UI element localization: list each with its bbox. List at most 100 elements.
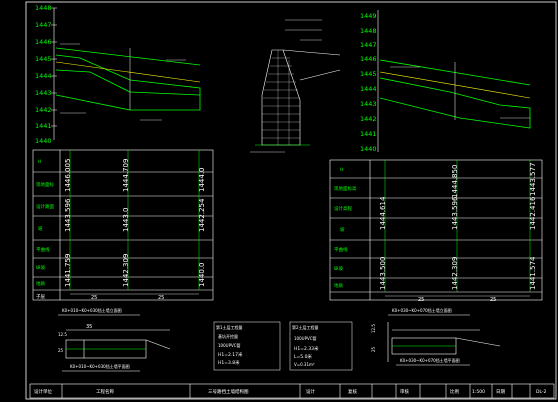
right-caption-bottom: K0+030~K0+070挡土墙平面图: [400, 357, 460, 363]
note-title: 第1土层工程量: [216, 324, 243, 330]
row-label: H: [38, 159, 41, 165]
reviewer: 审核: [400, 388, 409, 395]
designer: 设计: [306, 388, 315, 395]
dim-value: 25: [91, 295, 97, 301]
elev-value: 1443.577: [529, 163, 537, 196]
elev-tick: 1446: [35, 38, 52, 46]
middle-wall-section: [255, 49, 341, 146]
elev-value: 1443.596: [64, 198, 72, 232]
left-caption-bottom: K0+010~K0+030挡土墙平面图: [70, 363, 130, 369]
small-val: 25: [58, 348, 64, 353]
row-label: 坡: [38, 225, 43, 232]
elev-tick: 1442: [35, 106, 52, 114]
elev-tick: 1445: [35, 55, 52, 63]
note-line: 100UPVC管: [294, 335, 317, 341]
note-line: H1=2.17米: [218, 351, 243, 358]
right-elev-values: 1443.500 1444.614 1442.309 1443.596 1444…: [379, 163, 537, 290]
drawing-title: 三号路挡土墙结构图: [208, 388, 249, 395]
dim-value: 25: [490, 297, 496, 303]
company: 设计单位: [34, 388, 52, 395]
scale: 1:500: [472, 389, 485, 395]
elev-tick: 1449: [360, 12, 377, 20]
left-plan-view: 35 12.5 25: [58, 324, 171, 359]
row-label: 现地面标: [36, 181, 54, 188]
note-line: 100UPVC管: [218, 342, 241, 348]
small-val: 25: [371, 346, 376, 352]
row-label: 坡: [340, 226, 345, 233]
elev-value: 1443.500: [379, 257, 387, 290]
elev-value: 1444.614: [379, 196, 387, 230]
note-line: H1=3.8米: [218, 359, 240, 366]
row-label: 地质: [334, 282, 343, 289]
elev-value: 1443.596: [451, 196, 459, 230]
row-label: 平曲线: [334, 246, 348, 253]
dim-value: 25: [418, 297, 424, 303]
right-elev-ticks: 1449 1448 1447 1446 1445 1444 1443 1442 …: [360, 12, 377, 153]
left-wall-annotations: [60, 43, 186, 121]
elev-value: 1444.850: [451, 165, 459, 198]
row-label: 现地面标高: [334, 185, 357, 192]
row-label: H: [340, 167, 343, 173]
elev-tick: 1441: [360, 130, 377, 138]
note-title: 第2土层工程量: [292, 324, 319, 330]
note-line: L=5.0米: [294, 353, 312, 360]
elev-value: 1441.759: [64, 254, 72, 287]
row-label: 纵坡: [334, 265, 343, 272]
elev-value: 1444.0: [198, 168, 206, 193]
drawing-border: [25, 1, 557, 400]
dim-value: 25: [158, 295, 164, 301]
middle-note-b: 第2土层工程量 100UPVC管 H1=2.33米 L=5.0米 V=0.31m…: [289, 321, 353, 371]
left-wall-profile: [55, 47, 201, 111]
row-label: 设计高程: [334, 205, 352, 212]
elev-tick: 1443: [35, 89, 52, 97]
row-label: 设计路面: [36, 203, 54, 210]
right-row-labels: H 现地面标高 设计高程 坡 平曲线 纵坡 地质: [334, 167, 357, 289]
left-caption-top: K0+010~K0+030挡土墙立面图: [62, 307, 122, 313]
middle-wall-hatch: [262, 50, 300, 145]
left-data-table: [32, 149, 214, 301]
elev-value: 1441.574: [529, 256, 537, 290]
title-block: [29, 383, 555, 399]
elev-value: 1442.254: [198, 198, 206, 232]
elev-tick: 1440: [360, 145, 377, 153]
small-val: 12.5: [371, 324, 376, 333]
elev-tick: 1442: [360, 115, 377, 123]
soil-label: 子层: [36, 293, 45, 300]
project: 工程名称: [96, 388, 114, 395]
right-caption: K0+030~K0+070挡土墙立面图: [392, 307, 452, 313]
right-wall-profile: [379, 59, 531, 129]
checker: 复核: [348, 388, 357, 395]
left-dim-bottom: 25 25: [70, 293, 199, 301]
scale-label: 比例: [450, 388, 459, 395]
date-label: 日期: [496, 389, 505, 395]
elev-tick: 1448: [360, 27, 377, 35]
middle-annotations: [250, 19, 322, 153]
dim-35: 35: [86, 324, 92, 330]
elev-tick: 1445: [360, 70, 377, 78]
row-label: 地质: [36, 280, 45, 287]
elev-tick: 1446: [360, 55, 377, 63]
elev-tick: 1440: [35, 137, 52, 145]
elev-tick: 1444: [35, 72, 52, 80]
note-line: H1=2.33米: [294, 345, 319, 352]
elev-tick: 1448: [35, 4, 52, 12]
elev-tick: 1441: [35, 122, 52, 130]
left-elev-values: 1441.759 1443.596 1446.005 1442.309 1443…: [64, 159, 206, 287]
title-block-text: 设计单位 工程名称 三号路挡土墙结构图 设计 复核 审核 比例 1:500 日期…: [34, 388, 547, 395]
row-label: 平曲线: [36, 246, 50, 253]
elev-value: 1442.416: [529, 196, 537, 230]
elev-value: 1446.005: [64, 159, 72, 192]
elev-value: 1440.0: [198, 263, 206, 288]
note-line: V=0.31m³: [294, 362, 315, 367]
elev-tick: 1447: [360, 41, 377, 49]
sheet-number: DL-2: [536, 389, 547, 395]
row-label: 纵坡: [36, 264, 45, 271]
note-line: 基坑开挖量: [218, 333, 238, 339]
right-plan-view: 12.5 25: [371, 322, 501, 362]
elev-tick: 1447: [35, 21, 52, 29]
middle-note-a: 第1土层工程量 基坑开挖量 100UPVC管 H1=2.17米 H1=3.8米: [213, 321, 281, 371]
elev-value: 1442.309: [451, 257, 459, 290]
elev-tick: 1443: [360, 100, 377, 108]
elev-value: 1443.0: [122, 208, 130, 233]
